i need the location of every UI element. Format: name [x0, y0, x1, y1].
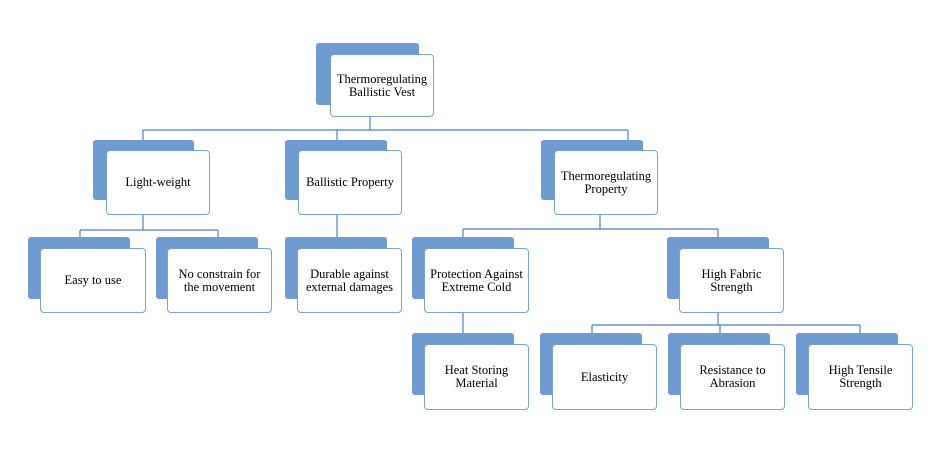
node-label: Thermoregulating Property — [560, 168, 652, 196]
node-box: High Tensile Strength — [808, 344, 913, 410]
node-box: Heat Storing Material — [424, 344, 529, 410]
node-label: Easy to use — [64, 273, 122, 287]
node-label: Heat Storing Material — [444, 363, 509, 390]
node-heat-storing: Heat Storing Material — [412, 333, 529, 410]
node-box: Ballistic Property — [298, 150, 402, 215]
node-box: Thermoregulating Property — [554, 150, 658, 215]
node-no-constrain: No constrain for the movement — [156, 237, 272, 313]
node-box: Durable against external damages — [297, 248, 402, 313]
node-durable: Durable against external damages — [285, 237, 402, 313]
node-label: Elasticity — [580, 369, 629, 384]
node-label: Thermoregulating Ballistic Vest — [336, 71, 428, 99]
node-high-tensile-strength: High Tensile Strength — [796, 333, 913, 410]
node-box: Light-weight — [106, 150, 210, 215]
node-label: High Tensile Strength — [828, 363, 893, 390]
node-label: Durable against external damages — [305, 266, 394, 294]
node-box: No constrain for the movement — [167, 248, 272, 313]
node-label: Protection Against Extreme Cold — [430, 266, 523, 294]
node-box: Thermoregulating Ballistic Vest — [330, 54, 434, 117]
node-thermoregulating-property: Thermoregulating Property — [541, 140, 658, 215]
node-ballistic-property: Ballistic Property — [285, 140, 402, 215]
node-label: No constrain for the movement — [178, 266, 261, 294]
node-elasticity: Elasticity — [540, 333, 657, 410]
node-box: Protection Against Extreme Cold — [424, 248, 529, 313]
node-light-weight: Light-weight — [93, 140, 210, 215]
node-protection-cold: Protection Against Extreme Cold — [412, 237, 529, 313]
node-label: Resistance to Abrasion — [699, 363, 766, 390]
node-root: Thermoregulating Ballistic Vest — [316, 43, 434, 117]
node-label: Light-weight — [125, 175, 191, 189]
node-label: High Fabric Strength — [701, 266, 762, 294]
node-label: Ballistic Property — [306, 175, 394, 189]
node-box: High Fabric Strength — [679, 248, 784, 313]
node-easy-to-use: Easy to use — [28, 237, 146, 313]
node-box: Elasticity — [552, 344, 657, 410]
node-high-fabric-strength: High Fabric Strength — [667, 237, 784, 313]
node-box: Easy to use — [40, 248, 146, 313]
node-resistance-abrasion: Resistance to Abrasion — [668, 333, 785, 410]
node-box: Resistance to Abrasion — [680, 344, 785, 410]
